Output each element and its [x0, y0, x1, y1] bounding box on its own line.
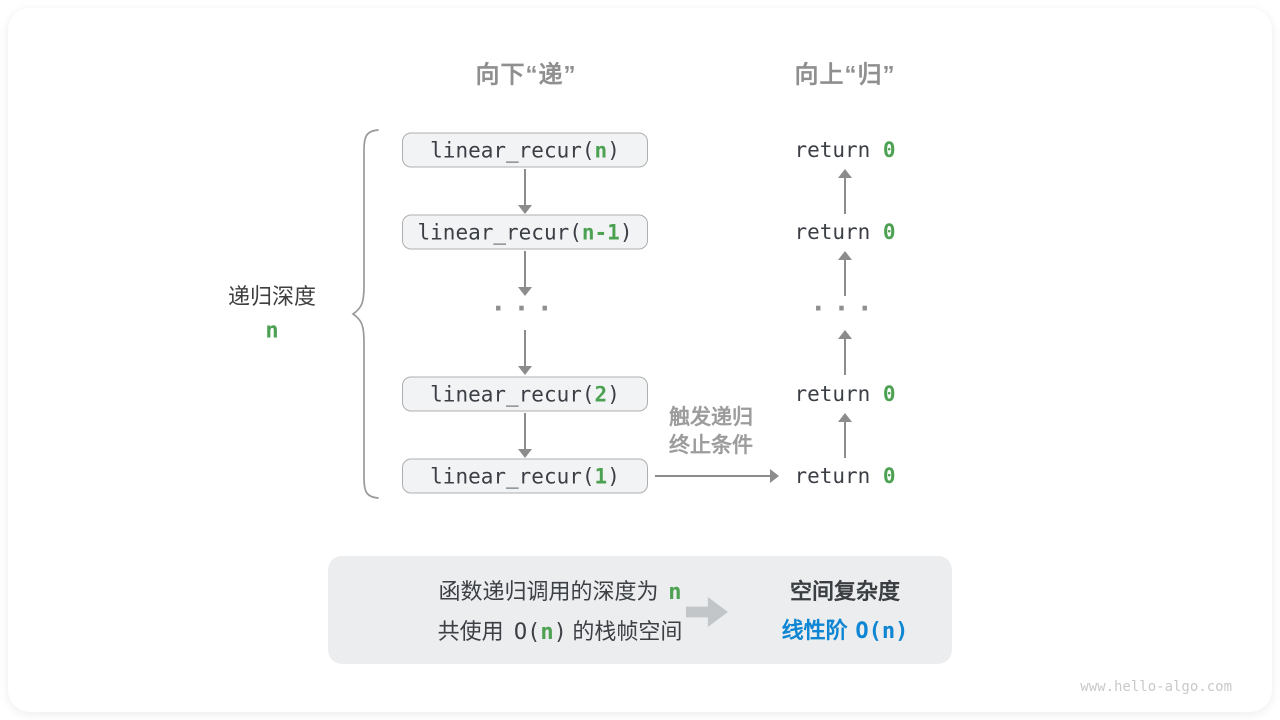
brace-icon — [351, 129, 379, 499]
result-big-o: O(n) — [855, 619, 909, 644]
summary-line2: 共使用 O(n)的栈帧空间 — [352, 612, 768, 652]
return-value: 0 — [882, 464, 896, 488]
arrow-right-icon — [655, 469, 779, 483]
summary-line1-var: n — [668, 580, 682, 605]
call-box-n: linear_recur(n) — [402, 132, 648, 168]
return-statement: return 0 — [794, 220, 895, 244]
call-text: ) — [607, 382, 620, 406]
ellipsis: ··· — [490, 293, 560, 325]
ellipsis: ··· — [810, 293, 880, 325]
call-text: ) — [619, 220, 633, 244]
call-text: linear_recur( — [430, 382, 595, 406]
big-o-open: O( — [513, 620, 541, 645]
recursion-depth-label: 递归深度 — [227, 284, 317, 309]
header-downward-recurse: 向下“递” — [475, 61, 577, 89]
call-arg: 2 — [594, 382, 608, 406]
header-upward-return: 向上“归” — [794, 61, 896, 89]
call-box-2: linear_recur(2) — [402, 376, 648, 412]
call-text: ) — [607, 464, 620, 488]
return-keyword: return — [794, 382, 871, 406]
call-arg: 1 — [594, 464, 608, 488]
return-statement: return 0 — [794, 382, 895, 406]
arrow-up-icon — [838, 251, 852, 296]
return-value: 0 — [882, 382, 896, 406]
call-box-1: linear_recur(1) — [402, 458, 648, 494]
arrow-up-icon — [838, 169, 852, 214]
call-text: ) — [607, 138, 620, 162]
base-case-annotation: 触发递归 终止条件 — [669, 404, 753, 460]
summary-line2-pre: 共使用 — [437, 619, 504, 644]
arrow-up-icon — [838, 413, 852, 458]
space-complexity-title: 空间复杂度 — [789, 579, 900, 604]
return-keyword: return — [794, 138, 871, 162]
base-case-line2: 终止条件 — [669, 434, 753, 457]
summary-line2-post: 的栈帧空间 — [572, 619, 683, 644]
arrow-down-icon — [518, 330, 532, 375]
space-complexity-result: 线性阶 O(n) — [742, 611, 948, 651]
result-text: 线性阶 — [781, 618, 848, 643]
call-text: linear_recur( — [430, 464, 595, 488]
call-arg: n-1 — [581, 220, 620, 244]
call-box-n-1: linear_recur(n-1) — [402, 214, 648, 250]
watermark: www.hello-algo.com — [1080, 679, 1232, 695]
arrow-down-icon — [518, 413, 532, 458]
recursion-depth-value: n — [265, 318, 279, 344]
call-text: linear_recur( — [417, 220, 582, 244]
return-value: 0 — [882, 220, 896, 244]
call-arg: n — [594, 138, 608, 162]
big-o-close: ) — [553, 620, 567, 645]
arrow-down-icon — [518, 169, 532, 214]
summary-panel — [328, 556, 952, 664]
return-statement: return 0 — [794, 464, 895, 488]
return-keyword: return — [794, 220, 871, 244]
call-text: linear_recur( — [430, 138, 595, 162]
arrow-down-icon — [518, 251, 532, 296]
big-o-var: n — [540, 620, 554, 645]
base-case-line1: 触发递归 — [669, 406, 753, 429]
return-value: 0 — [882, 138, 896, 162]
return-keyword: return — [794, 464, 871, 488]
summary-line1: 函数递归调用的深度为 n — [352, 572, 768, 612]
summary-line1-text: 函数递归调用的深度为 — [438, 579, 659, 604]
arrow-up-icon — [838, 330, 852, 375]
summary-conclusion: 空间复杂度 线性阶 O(n) — [742, 572, 948, 651]
return-statement: return 0 — [794, 138, 895, 162]
